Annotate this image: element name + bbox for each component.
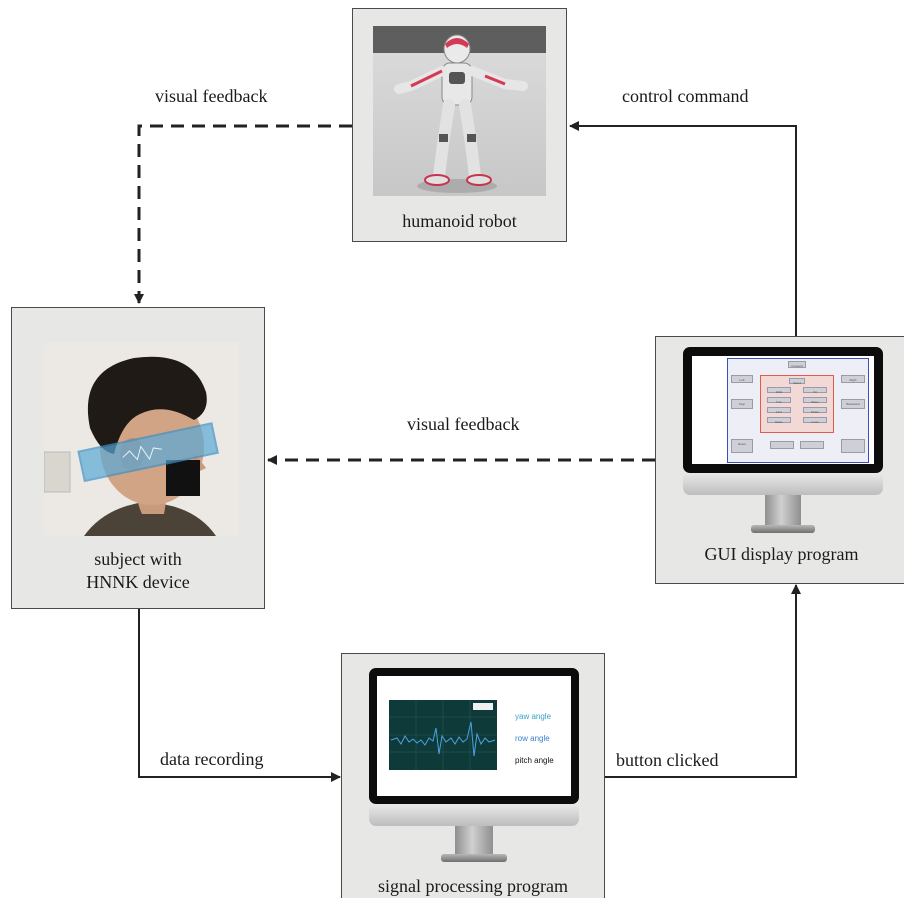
gui-button-bottom-3[interactable]	[841, 439, 865, 453]
signal-plot	[389, 700, 497, 770]
gui-button-stand[interactable]: Stand	[789, 378, 805, 385]
gui-button-nod[interactable]: Nod	[767, 407, 791, 414]
edge-button-clicked	[605, 584, 801, 778]
label-visual-feedback-mid: visual feedback	[407, 414, 520, 434]
gui-button-bottom-2[interactable]	[800, 441, 824, 449]
caption-humanoid-robot: humanoid robot	[402, 211, 517, 231]
gui-button-turn[interactable]: Turn	[767, 397, 791, 404]
gui-button-left[interactable]: Left	[731, 375, 753, 383]
gui-button-wave[interactable]: Wave	[803, 397, 827, 404]
edge-visual-feedback-top	[134, 124, 352, 304]
waveform	[389, 700, 497, 770]
label-button-clicked: button clicked	[616, 750, 719, 770]
gui-button-walk[interactable]: Walk	[767, 387, 791, 394]
gui-button-sit[interactable]: Sit	[803, 387, 827, 394]
label-control-command: control command	[622, 86, 749, 106]
robot-icon	[394, 34, 528, 193]
caption-signal-processing: signal processing program	[378, 876, 568, 896]
label-visual-feedback-top: visual feedback	[155, 86, 268, 106]
robot-render	[373, 26, 546, 196]
gui-button-shake[interactable]: Shake	[803, 407, 827, 414]
signal-screen: yaw angle row angle pitch angle	[377, 676, 571, 796]
gui-button-backward[interactable]: Backward	[841, 399, 865, 409]
node-signal-processing: yaw angle row angle pitch angle signal p…	[341, 653, 605, 898]
caption-subject-line2: HNNK device	[86, 572, 190, 592]
legend-pitch-angle: pitch angle	[515, 756, 554, 765]
gui-screen: Forward Left Right Stop Backward Stand W…	[692, 356, 874, 464]
node-humanoid-robot: humanoid robot	[352, 8, 567, 242]
caption-subject-line1: subject with	[94, 549, 182, 569]
edge-control-command	[569, 121, 797, 336]
gui-button-raise[interactable]: Raise	[767, 417, 791, 424]
gui-panel: Forward Left Right Stop Backward Stand W…	[727, 358, 869, 463]
node-subject: subject with HNNK device	[11, 307, 265, 609]
gui-button-lower[interactable]: Lower	[803, 417, 827, 424]
node-gui-display: Forward Left Right Stop Backward Stand W…	[655, 336, 904, 584]
subject-photo	[43, 342, 239, 536]
legend-yaw-angle: yaw angle	[515, 712, 552, 721]
gui-command-area: Stand Walk Sit Turn Wave Nod Shake Raise…	[760, 375, 834, 433]
gui-button-stop[interactable]: Stop	[731, 399, 753, 409]
caption-gui-display: GUI display program	[704, 544, 859, 564]
gui-button-right[interactable]: Right	[841, 375, 865, 383]
subject-head-icon	[43, 356, 219, 536]
gui-button-reset[interactable]: Reset	[731, 439, 753, 453]
legend-row-angle: row angle	[515, 734, 550, 743]
signal-monitor: yaw angle row angle pitch angle	[369, 668, 579, 868]
edge-data-recording	[138, 609, 341, 782]
label-data-recording: data recording	[160, 749, 264, 769]
gui-button-forward[interactable]: Forward	[788, 361, 806, 368]
gui-monitor: Forward Left Right Stop Backward Stand W…	[683, 347, 883, 537]
gui-button-bottom-1[interactable]	[770, 441, 794, 449]
